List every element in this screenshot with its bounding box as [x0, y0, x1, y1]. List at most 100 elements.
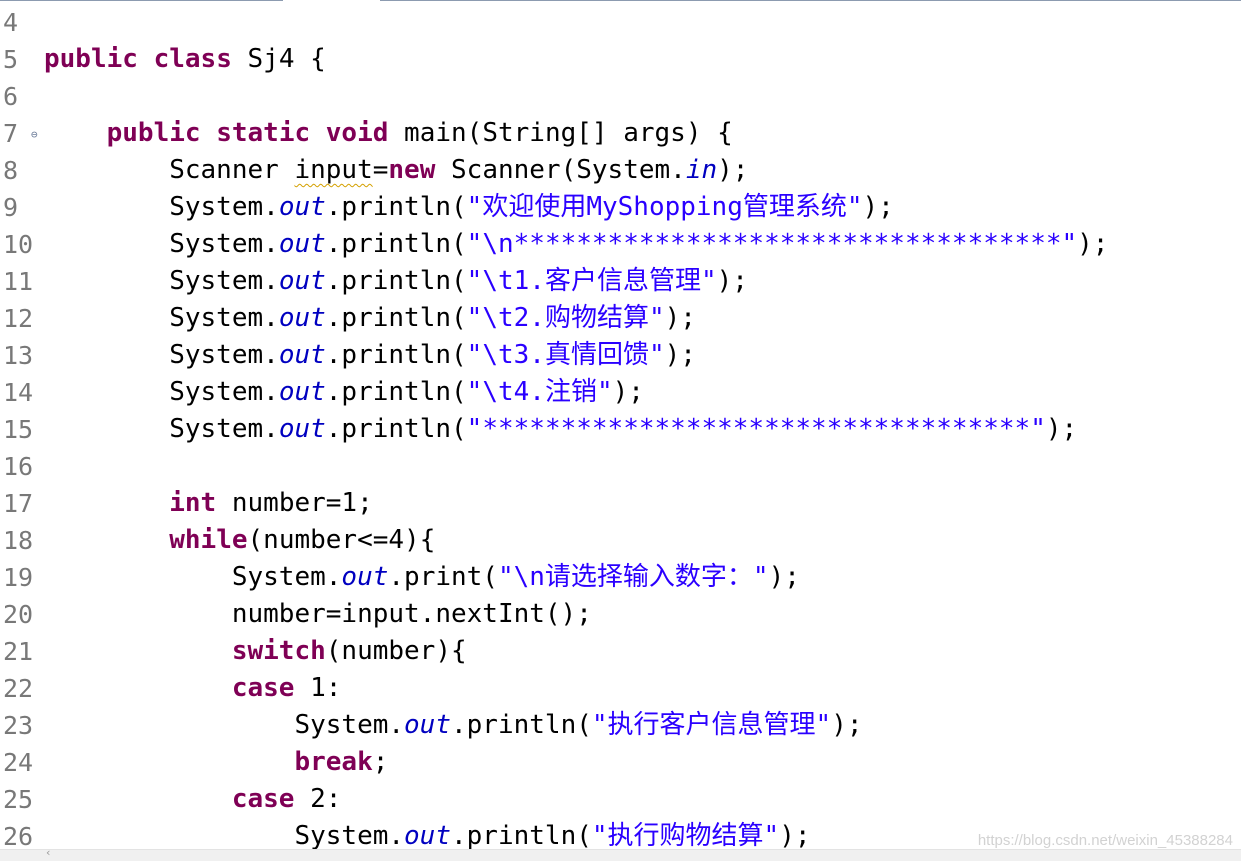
- line-number: 4: [3, 8, 19, 37]
- code-line[interactable]: 18 while(number<=4){: [0, 522, 1241, 559]
- code-line[interactable]: 26 System.out.println("执行购物结算");: [0, 818, 1241, 849]
- line-number: 26: [3, 822, 34, 849]
- code-line[interactable]: 20 number=input.nextInt();: [0, 596, 1241, 633]
- code-line[interactable]: 16: [0, 448, 1241, 485]
- chevron-left-icon[interactable]: ‹: [45, 846, 52, 859]
- code-token: System.: [44, 229, 279, 259]
- keyword-token: case: [231, 784, 295, 814]
- code-text: System.out.println("欢迎使用MyShopping管理系统")…: [44, 189, 894, 226]
- code-line[interactable]: 9 System.out.println("欢迎使用MyShopping管理系统…: [0, 189, 1241, 226]
- keyword-token: public: [106, 118, 201, 148]
- line-number: 20: [3, 600, 34, 629]
- code-text: System.out.println("\n******************…: [44, 226, 1108, 263]
- static-field-token: out: [278, 192, 326, 222]
- code-token: .println(: [451, 710, 592, 740]
- code-line[interactable]: 15 System.out.println("*****************…: [0, 411, 1241, 448]
- code-token: .println(: [451, 821, 592, 849]
- static-field-token: out: [404, 821, 451, 849]
- code-line[interactable]: 25 case 2:: [0, 781, 1241, 818]
- static-field-token: out: [278, 303, 326, 333]
- code-token: main(String[] args) {: [388, 118, 733, 148]
- code-token: ;: [372, 747, 389, 777]
- code-token: System.: [44, 192, 279, 222]
- code-text: number=input.nextInt();: [44, 596, 592, 633]
- code-token: );: [717, 155, 749, 185]
- keyword-token: case: [231, 673, 295, 703]
- code-line[interactable]: 21 switch(number){: [0, 633, 1241, 670]
- code-line[interactable]: 24 break;: [0, 744, 1241, 781]
- code-line[interactable]: 6: [0, 78, 1241, 115]
- code-token: System.: [44, 562, 342, 592]
- string-literal: "欢迎使用MyShopping管理系统": [466, 192, 863, 222]
- code-line[interactable]: 8 Scanner input=new Scanner(System.in);: [0, 152, 1241, 189]
- string-literal: "\n请选择输入数字：": [497, 562, 769, 592]
- line-number: 13: [3, 341, 34, 370]
- code-token: [44, 673, 232, 703]
- line-number: 16: [3, 452, 34, 481]
- code-token: [44, 747, 294, 777]
- line-number: 9: [3, 193, 19, 222]
- code-token: .println(: [325, 303, 467, 333]
- collapse-minus-icon[interactable]: ⊖: [31, 128, 38, 141]
- line-number: 12: [3, 304, 34, 333]
- code-line[interactable]: 7⊖ public static void main(String[] args…: [0, 115, 1241, 152]
- code-line[interactable]: 17 int number=1;: [0, 485, 1241, 522]
- code-text: System.out.println("执行购物结算");: [44, 818, 810, 849]
- warning-token: input: [294, 155, 373, 185]
- keyword-token: class: [153, 44, 232, 74]
- tab-strip-border-right: [380, 0, 1241, 1]
- static-field-token: out: [278, 266, 326, 296]
- code-token: .println(: [325, 414, 467, 444]
- watermark: https://blog.csdn.net/weixin_45388284: [977, 832, 1233, 849]
- static-field-token: out: [404, 710, 451, 740]
- code-token: System.: [44, 821, 405, 849]
- code-token: number=1;: [216, 488, 373, 518]
- code-token: .println(: [325, 229, 467, 259]
- keyword-token: static: [216, 118, 311, 148]
- keyword-token: public: [44, 44, 138, 74]
- line-number: 17: [3, 489, 34, 518]
- code-token: [44, 118, 107, 148]
- keyword-token: int: [169, 488, 217, 518]
- string-literal: "***********************************": [466, 414, 1046, 444]
- code-text: case 2:: [44, 781, 342, 818]
- static-field-token: out: [278, 377, 326, 407]
- code-token: );: [1077, 229, 1109, 259]
- code-line[interactable]: 13 System.out.println("\t3.真情回馈");: [0, 337, 1241, 374]
- code-token: [44, 525, 169, 555]
- code-line[interactable]: 19 System.out.print("\n请选择输入数字：");: [0, 559, 1241, 596]
- code-line[interactable]: 23 System.out.println("执行客户信息管理");: [0, 707, 1241, 744]
- code-token: [44, 636, 232, 666]
- line-number: 15: [3, 415, 34, 444]
- string-literal: "\t4.注销": [466, 377, 613, 407]
- string-literal: "执行客户信息管理": [591, 710, 832, 740]
- code-token: .print(: [388, 562, 498, 592]
- string-literal: "\n***********************************": [466, 229, 1078, 259]
- code-line[interactable]: 14 System.out.println("\t4.注销");: [0, 374, 1241, 411]
- code-line[interactable]: 11 System.out.println("\t1.客户信息管理");: [0, 263, 1241, 300]
- line-number: 6: [3, 82, 19, 111]
- string-literal: "执行购物结算": [591, 821, 780, 849]
- code-text: while(number<=4){: [44, 522, 435, 559]
- static-field-token: out: [278, 229, 326, 259]
- code-token: );: [664, 303, 696, 333]
- code-token: .println(: [325, 340, 467, 370]
- code-line[interactable]: 12 System.out.println("\t2.购物结算");: [0, 300, 1241, 337]
- string-literal: "\t1.客户信息管理": [466, 266, 717, 296]
- code-line[interactable]: 22 case 1:: [0, 670, 1241, 707]
- code-token: Scanner(System.: [435, 155, 686, 185]
- keyword-token: void: [325, 118, 389, 148]
- code-token: [44, 488, 169, 518]
- code-text: Scanner input=new Scanner(System.in);: [44, 152, 748, 189]
- code-token: .println(: [325, 377, 467, 407]
- code-text: System.out.println("\t3.真情回馈");: [44, 337, 696, 374]
- keyword-token: break: [294, 747, 373, 777]
- code-line[interactable]: 10 System.out.println("\n***************…: [0, 226, 1241, 263]
- code-line[interactable]: 4: [0, 4, 1241, 41]
- horizontal-scrollbar[interactable]: ‹: [0, 846, 1241, 861]
- code-token: [310, 118, 326, 148]
- code-text: System.out.print("\n请选择输入数字：");: [44, 559, 800, 596]
- code-text: switch(number){: [44, 633, 467, 670]
